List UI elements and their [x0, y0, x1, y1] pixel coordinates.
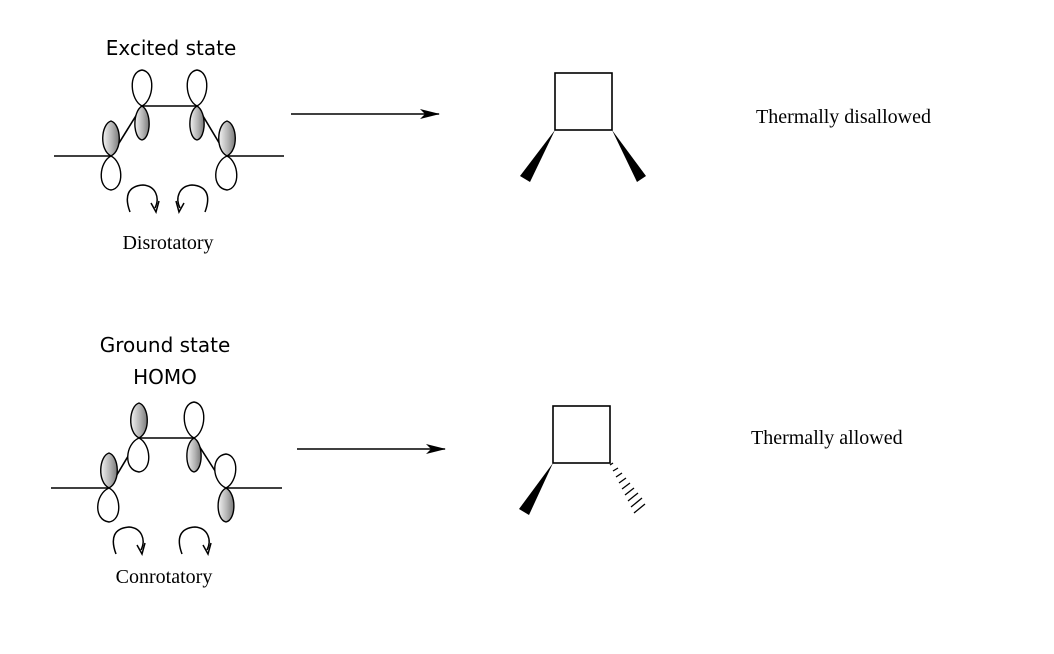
rotation-arrow-clockwise	[126, 184, 158, 213]
state-subtitle: HOMO	[133, 365, 197, 389]
orbital-lobe-open	[186, 69, 208, 107]
orbital-lobe-open	[214, 453, 237, 489]
result-label: Thermally disallowed	[756, 106, 931, 128]
orbital-lobe-open	[131, 69, 153, 107]
rotation-mode-label: Conrotatory	[116, 566, 213, 588]
p-orbital-c1	[97, 452, 120, 523]
arrowhead-icon	[150, 200, 160, 214]
p-orbital-c3	[183, 401, 205, 473]
orbital-lobe-shaded	[100, 452, 118, 489]
rotation-arrow-counterclockwise	[177, 184, 209, 213]
p-orbital-c2	[127, 402, 150, 473]
p-orbital-c2	[131, 69, 153, 141]
cyclobutene-product	[519, 405, 646, 515]
rotation-mode-label: Disrotatory	[122, 232, 213, 254]
orbital-lobe-shaded	[186, 437, 202, 473]
cyclobutene-ring	[554, 72, 613, 131]
hashed-bond	[609, 462, 646, 514]
rotation-arrow-clockwise	[112, 526, 144, 555]
orbital-lobe-open	[127, 437, 150, 473]
orbital-lobe-shaded	[189, 105, 205, 141]
p-orbital-c1	[100, 120, 122, 191]
cyclobutene-ring	[552, 405, 611, 464]
rotation-arrow-clockwise	[178, 526, 210, 555]
p-orbital-c4	[215, 120, 238, 191]
p-orbital-c4	[214, 453, 237, 523]
butadiene-orbitals	[54, 69, 284, 191]
panel-excited-state: Excited state	[54, 36, 931, 254]
butadiene-orbitals	[51, 401, 282, 523]
wedge-bond	[612, 130, 646, 182]
orbital-lobe-shaded	[218, 120, 236, 157]
orbital-lobe-shaded	[217, 487, 235, 523]
p-orbital-c3	[186, 69, 208, 141]
rotation-arrows-conrotatory	[112, 526, 212, 556]
orbital-lobe-shaded	[134, 105, 150, 141]
orbital-lobe-open	[183, 401, 205, 439]
orbital-lobe-open	[100, 155, 122, 191]
arrowhead-icon	[175, 200, 185, 214]
wedge-bond	[519, 463, 553, 515]
panel-ground-state: Ground state HOMO	[51, 333, 903, 588]
state-title: Ground state	[100, 333, 231, 357]
state-title: Excited state	[106, 36, 237, 60]
orbital-lobe-open	[215, 155, 238, 191]
result-label: Thermally allowed	[751, 427, 903, 449]
rotation-arrows-disrotatory	[126, 184, 209, 214]
orbital-lobe-shaded	[130, 402, 148, 439]
orbital-lobe-open	[97, 487, 120, 523]
cyclobutene-product	[520, 72, 646, 182]
orbital-lobe-shaded	[102, 120, 120, 157]
arrowhead-icon	[136, 542, 146, 556]
wedge-bond	[520, 130, 555, 182]
arrowhead-icon	[202, 542, 212, 556]
